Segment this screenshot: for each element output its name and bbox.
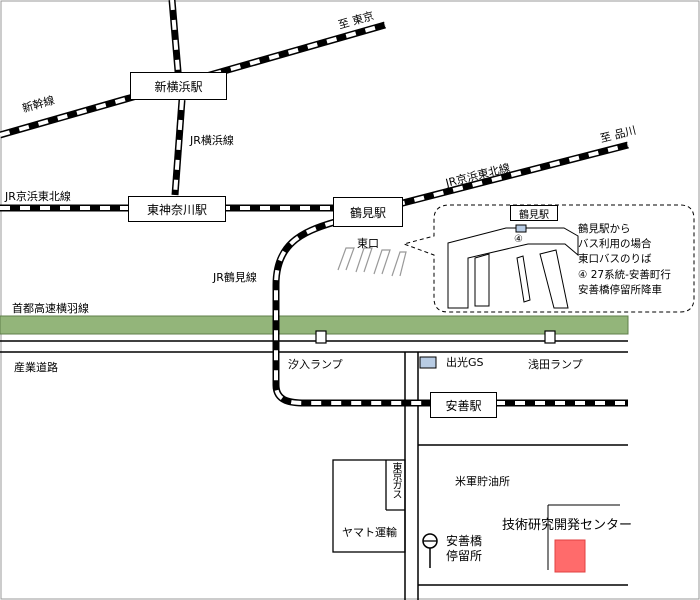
label-yamato: ヤマト運輸 (342, 526, 397, 539)
local-roads (404, 352, 628, 600)
rail-crossings (315, 330, 556, 344)
callout-line-1: 鶴見駅から (578, 223, 631, 235)
callout-line-4: ④ 27系統-安善町行 (578, 269, 671, 281)
bus-info-callout (402, 204, 695, 313)
station-anzen: 安善駅 (430, 392, 497, 418)
callout-line-2: バス利用の場合 (578, 238, 652, 250)
tokyo-gas-block (332, 459, 406, 553)
callout-bus-stop-marker (515, 224, 527, 233)
callout-station-label: 鶴見駅 (510, 205, 558, 221)
station-higashi-kanagawa: 東神奈川駅 (128, 196, 226, 222)
rd-center-marker (547, 504, 620, 573)
sangyo-road (0, 340, 628, 353)
label-sangyo-road: 産業道路 (14, 361, 58, 374)
label-rd-center: 技術研究開発センター (502, 518, 633, 533)
east-exit-shelter (337, 247, 407, 277)
station-tsurumi: 鶴見駅 (333, 197, 403, 227)
station-shin-yokohama: 新横浜駅 (130, 72, 227, 100)
label-jr-tsurumi: JR鶴見線 (213, 271, 257, 284)
callout-stop-number: ④ (514, 234, 523, 245)
label-bus-stop-name: 安善橋 (446, 534, 483, 548)
jr-yokohama-line (171, 99, 186, 196)
jr-tsurumi-line (272, 218, 628, 407)
expressway-band (0, 315, 629, 335)
jr-keihin-tohoku-east (394, 141, 629, 209)
callout-line-3: 東口バスのりば (578, 253, 652, 265)
label-east-exit: 東口 (357, 237, 379, 250)
callout-station-sketch (447, 227, 579, 309)
callout-line-5: 安善橋停留所降車 (578, 284, 662, 296)
bus-stop-icon (422, 533, 438, 568)
label-idemitsu-gs: 出光GS (446, 356, 484, 369)
label-bus-stop-word: 停留所 (446, 549, 483, 563)
label-jr-keihin-tohoku-west: JR京浜東北線 (5, 190, 71, 203)
label-jr-yokohama: JR横浜線 (190, 134, 234, 147)
label-us-army-depot: 米軍貯油所 (455, 475, 510, 488)
label-tokyo-gas: 東京ガス (390, 462, 401, 498)
label-shionyu-ramp: 汐入ランプ (288, 358, 343, 371)
label-asada-ramp: 浅田ランプ (528, 358, 583, 371)
gas-station-marker (419, 356, 437, 369)
label-expressway: 首都高速横羽線 (12, 302, 89, 315)
